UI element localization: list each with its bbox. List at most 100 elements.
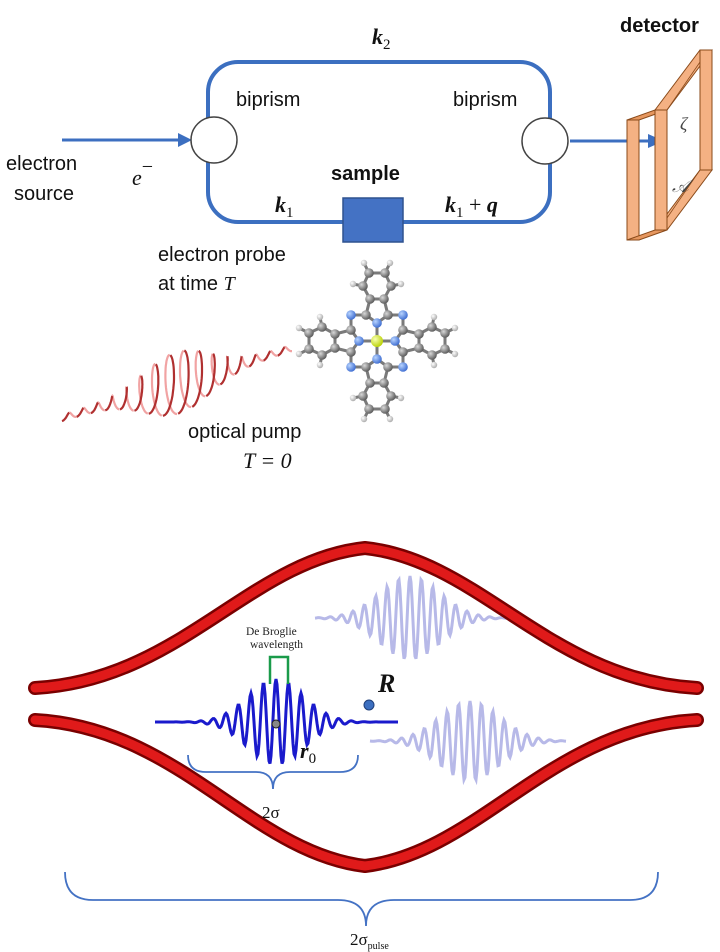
biprism-left-circle xyxy=(190,116,238,164)
molecule-atom xyxy=(398,310,408,320)
molecule-atom xyxy=(430,313,438,321)
molecule-atom xyxy=(397,394,405,402)
molecule-atom xyxy=(316,313,324,321)
molecule-atom xyxy=(364,268,374,278)
molecule-atom xyxy=(440,344,450,354)
molecule-atom xyxy=(295,350,303,358)
molecule-atom xyxy=(358,391,368,401)
wavepacket-diagram: De Broglie wavelength r0 R 2σ 2σpulse xyxy=(28,540,704,952)
pump-label-line2: T = 0 xyxy=(243,448,292,473)
molecule-atom xyxy=(295,324,303,332)
biprism-right-label: biprism xyxy=(453,89,517,111)
molecule-atom xyxy=(398,347,408,357)
biprism-left-label: biprism xyxy=(236,89,300,111)
de-broglie-label-line2: wavelength xyxy=(250,639,303,651)
pulse-envelope-upper-highlight xyxy=(30,543,702,693)
faded-wavepacket-upper xyxy=(314,575,512,660)
molecule-atom xyxy=(386,391,396,401)
molecule-atom xyxy=(379,378,389,388)
de-broglie-label-line1: De Broglie xyxy=(246,626,297,638)
molecule-atom xyxy=(304,344,314,354)
molecule-atom xyxy=(346,310,356,320)
molecule-atom xyxy=(317,322,327,332)
two-sigma-pulse-brace xyxy=(64,871,659,927)
input-beam-arrowhead xyxy=(178,133,192,147)
electron-wavepacket xyxy=(155,678,398,765)
detector-label: detector xyxy=(620,15,699,37)
molecule-atom xyxy=(383,310,393,320)
molecule-atom xyxy=(371,335,383,347)
molecule-atom xyxy=(372,354,382,364)
k1-plus-q-label: k1 + q xyxy=(445,192,498,221)
molecule-atom xyxy=(364,404,374,414)
electron-symbol: e− xyxy=(132,156,153,190)
molecule-atom xyxy=(372,318,382,328)
molecule-atom xyxy=(346,325,356,335)
faded-wavepacket-lower xyxy=(369,700,567,786)
molecule-atom xyxy=(304,328,314,338)
molecule-atom xyxy=(330,329,340,339)
molecule-atom xyxy=(386,259,394,267)
molecule-atom xyxy=(380,268,390,278)
probe-label-line1: electron probe xyxy=(158,244,286,266)
molecule-atom xyxy=(397,280,405,288)
molecule-atom xyxy=(361,310,371,320)
biprism-right-circle xyxy=(521,117,569,165)
molecule-atom xyxy=(354,336,364,346)
pulse-envelope-lower-highlight xyxy=(30,715,702,871)
molecule-atom xyxy=(427,350,437,360)
molecule-atom xyxy=(317,350,327,360)
molecule-atom xyxy=(390,336,400,346)
two-sigma-label: 2σ xyxy=(262,803,280,822)
phthalocyanine-molecule xyxy=(295,259,459,423)
optical-pump-helix xyxy=(61,345,292,423)
helix-strand xyxy=(61,346,286,423)
molecule-atom xyxy=(386,281,396,291)
k2-label: k2 xyxy=(372,24,391,53)
molecule-atom xyxy=(360,259,368,267)
molecule-atom xyxy=(349,394,357,402)
detector-a-label: 𝒜 xyxy=(672,176,694,196)
molecule-atom xyxy=(380,404,390,414)
molecule-atom xyxy=(349,280,357,288)
electron-source-label-line2: source xyxy=(14,183,74,205)
molecule-atom xyxy=(414,329,424,339)
helix-strand xyxy=(68,345,292,418)
probe-label-line2: at time T xyxy=(158,273,237,295)
molecule-atom xyxy=(360,415,368,423)
molecule-atom xyxy=(346,347,356,357)
sample-label: sample xyxy=(331,163,400,185)
molecule-atom xyxy=(386,415,394,423)
molecule-atom xyxy=(414,343,424,353)
detector-zeta-label: ζ xyxy=(680,114,689,134)
r-label: R xyxy=(377,669,395,698)
two-sigma-pulse-label: 2σpulse xyxy=(350,930,389,952)
molecule-atom xyxy=(365,378,375,388)
k1-label: k1 xyxy=(275,192,294,221)
r-point xyxy=(363,699,375,711)
molecule-atom xyxy=(346,362,356,372)
molecule-atom xyxy=(358,281,368,291)
molecule-atom xyxy=(451,350,459,358)
molecule-atom xyxy=(330,343,340,353)
electron-source-label-line1: electron xyxy=(6,153,77,175)
r0-label: r0 xyxy=(300,738,316,767)
molecule-atom xyxy=(451,324,459,332)
molecule-atom xyxy=(379,294,389,304)
two-sigma-brace xyxy=(187,754,359,790)
molecule-atom xyxy=(398,325,408,335)
molecule-atom xyxy=(398,362,408,372)
pump-label-line1: optical pump xyxy=(188,421,301,443)
molecule-atom xyxy=(440,328,450,338)
molecule-atom xyxy=(383,362,393,372)
molecule-atom xyxy=(427,322,437,332)
molecule-atom xyxy=(316,361,324,369)
detector-frame xyxy=(626,49,713,241)
sample-box xyxy=(342,197,404,243)
r0-point xyxy=(271,719,281,729)
molecule-atom xyxy=(361,362,371,372)
de-broglie-bracket xyxy=(268,655,290,684)
interferometer-diagram: k2 detector biprism biprism electron sou… xyxy=(6,15,713,473)
molecule-atom xyxy=(365,294,375,304)
